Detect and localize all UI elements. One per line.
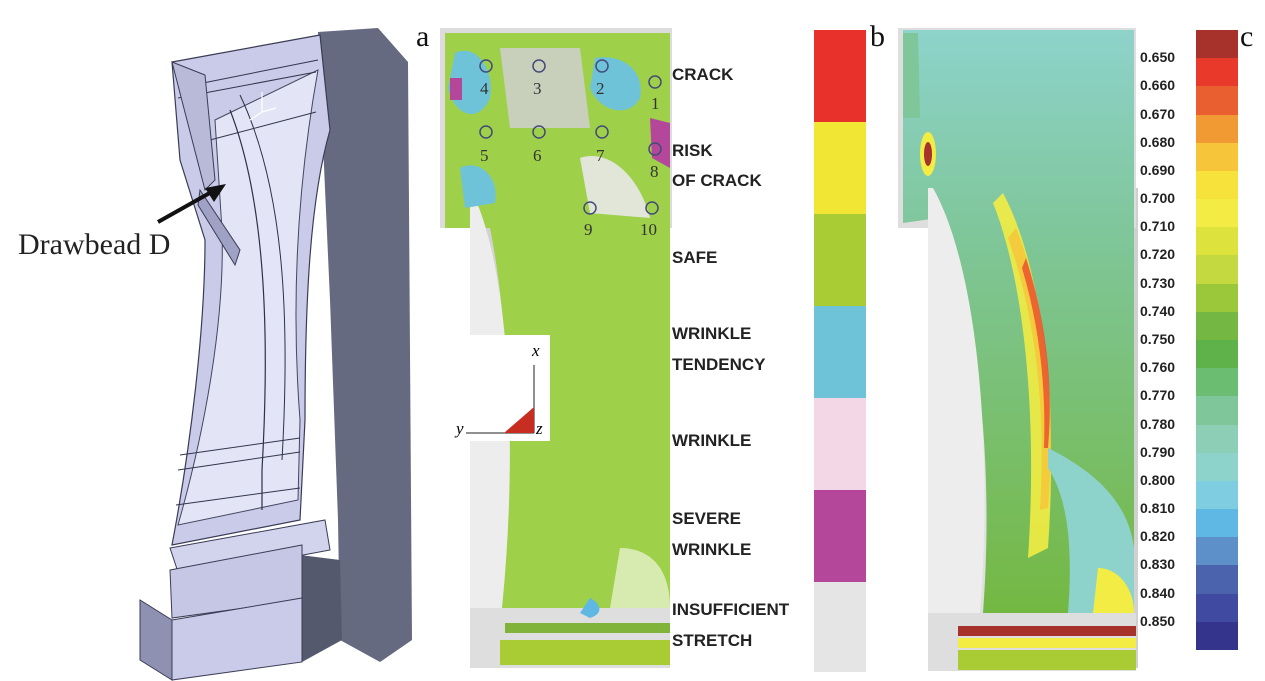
thickness-tick-label: 0.700 [1140,190,1176,207]
thickness-scale-band [1196,565,1238,595]
thickness-scale-band [1196,396,1238,426]
point-label-1: 1 [651,94,660,113]
thickness-tick-label: 0.790 [1140,443,1176,460]
panel-letter-c: c [1240,20,1254,53]
thickness-tick-label: 0.820 [1140,528,1176,545]
fld-label-severe-wrinkle: WRINKLE [672,540,752,559]
thickness-scale-band [1196,311,1238,341]
point-marker-3 [532,59,546,73]
thickness-scale-band [1196,424,1238,454]
thickness-scale-band [1196,340,1238,369]
axis-x-label: x [532,341,540,360]
point-marker-4 [479,59,493,73]
thickness-map [898,28,1138,671]
thickness-scale-band [1196,255,1238,285]
point-marker-8 [648,142,662,156]
point-marker-9 [583,201,597,215]
thickness-scale-band [1196,114,1238,144]
point-marker-7 [595,125,609,139]
thickness-scale-band [1196,368,1238,397]
panel-letter-b: b [870,20,885,53]
fld-legend-bar [814,30,866,672]
fld-label-of-crack: OF CRACK [672,171,762,190]
fld-label-safe: SAFE [672,248,718,267]
fld-label-stretch: STRETCH [672,631,753,650]
fld-label-severe: SEVERE [672,509,741,528]
thickness-tick-label: 0.730 [1140,274,1176,291]
point-label-8: 8 [650,162,659,181]
thickness-tick-label: 0.710 [1140,218,1176,235]
thickness-tick-label: 0.840 [1140,584,1176,601]
thickness-tick-label: 0.800 [1140,471,1176,488]
thickness-scale-band [1196,537,1238,566]
thickness-tick-label: 0.660 [1140,77,1176,94]
thickness-scale-band [1196,452,1238,482]
point-marker-6 [532,125,546,139]
thickness-scale-ticks: 0.650 0.660 0.670 0.680 0.690 0.700 0.710 0.720… [1140,0,1196,681]
thickness-scale-band [1196,142,1238,172]
point-label-10: 10 [640,220,657,239]
thickness-tick-label: 0.650 [1140,49,1176,66]
point-label-5: 5 [480,146,489,165]
panel-letter-a: a [416,20,430,53]
part-3d-model [139,28,412,681]
thickness-scale-bar [1196,30,1238,651]
thickness-tick-label: 0.670 [1140,105,1176,122]
fld-label-crack: CRACK [672,65,734,84]
point-marker-10 [645,201,659,215]
point-label-3: 3 [533,79,542,98]
thickness-tick-label: 0.810 [1140,500,1176,517]
thickness-tick-label: 0.850 [1140,612,1176,629]
thickness-scale-band [1196,509,1238,538]
thickness-scale-band [1196,480,1238,510]
thickness-scale-band [1196,227,1238,256]
point-marker-2 [595,59,609,73]
coordinate-triad: x y z [452,335,550,441]
fld-label-insufficient: INSUFFICIENT [672,600,790,619]
fld-swatch-wrinkle [814,398,866,490]
triad-arrows [466,365,535,434]
fld-label-wrinkle: WRINKLE [672,431,752,450]
point-label-2: 2 [596,79,605,98]
thickness-tick-label: 0.680 [1140,133,1176,150]
thickness-tick-label: 0.750 [1140,331,1176,347]
fld-label-wrinkle-tendency-2: TENDENCY [672,355,766,374]
fld-label-risk: RISK [672,141,713,160]
thickness-scale-band [1196,30,1238,59]
point-marker-5 [479,125,493,139]
thickness-scale-band [1196,593,1238,623]
thickness-tick-label: 0.770 [1140,387,1176,404]
axis-y-label: y [456,419,464,438]
thickness-scale-band [1196,58,1238,87]
fld-swatch-severe-wrinkle [814,490,866,582]
fld-swatch-wrinkle-tendency [814,306,866,398]
thickness-tick-label: 0.690 [1140,161,1176,178]
drawbead-callout-label: Drawbead D [18,228,171,261]
thickness-tick-label: 0.780 [1140,415,1176,432]
fld-label-wrinkle-tendency-1: WRINKLE [672,324,752,343]
axis-z-label: z [536,419,543,438]
fld-swatch-risk [814,122,866,214]
measurement-point-markers [479,59,662,215]
point-label-7: 7 [596,146,605,165]
thickness-tick-label: 0.830 [1140,556,1176,573]
thickness-scale-band [1196,86,1238,116]
thickness-scale-band [1196,283,1238,313]
fld-swatch-insufficient-stretch [814,582,866,672]
point-label-9: 9 [584,220,593,239]
thickness-scale-band [1196,621,1238,651]
thickness-tick-label: 0.740 [1140,302,1176,319]
point-label-4: 4 [480,79,489,98]
thickness-tick-label: 0.720 [1140,246,1176,263]
fld-swatch-crack [814,30,866,122]
fld-swatch-safe [814,214,866,306]
thickness-tick-label: 0.760 [1140,359,1176,376]
thickness-scale-band [1196,199,1238,228]
point-marker-1 [648,75,662,89]
thickness-scale-band [1196,170,1238,200]
point-label-6: 6 [533,146,542,165]
